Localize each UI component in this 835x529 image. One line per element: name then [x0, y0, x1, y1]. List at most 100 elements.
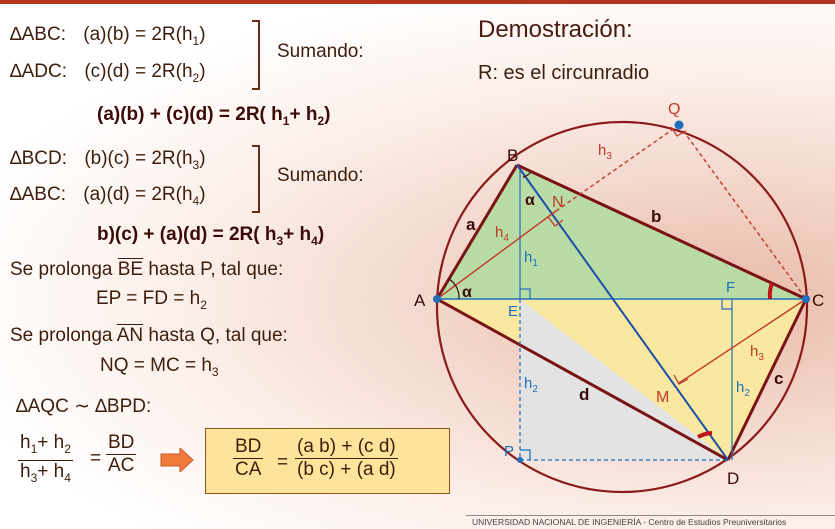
final-right-fraction: (a b) + (c d) (b c) + (a d): [295, 436, 398, 481]
sum-label-2: Sumando:: [277, 165, 364, 186]
triangle-gray-fill: [520, 299, 728, 460]
segment-label: AN: [116, 325, 144, 346]
row-bcd: ∆BCD: (b)(c) = 2R(h3): [10, 148, 206, 172]
subscript: 3: [276, 233, 284, 248]
triangle-label: ∆ADC:: [10, 61, 68, 82]
right-angle-m: [673, 374, 689, 385]
sum-result-2: b)(c) + (a)(d) = 2R( h3+ h4): [97, 224, 324, 248]
triangle-label: ∆ABC:: [10, 184, 66, 205]
label-a: A: [414, 291, 426, 310]
right-angle-f: [721, 299, 732, 310]
side-a: [435, 164, 519, 300]
vertex-a-dot: [433, 295, 441, 303]
right-angle-q: [670, 126, 687, 137]
ratio-numerator-2: BD: [106, 432, 137, 455]
extend-equation: EP = FD = h: [96, 288, 201, 309]
ratio-equals: =: [90, 448, 102, 469]
side-d: [436, 297, 729, 462]
label-h2-left: h2: [524, 375, 538, 395]
extend-text: hasta P, tal que:: [143, 259, 284, 280]
angle-arc-d: [697, 431, 713, 439]
point-p-dot: [517, 457, 523, 463]
extend-an-eq: NQ = MC = h3: [100, 355, 219, 379]
label-h4: h4: [495, 224, 509, 244]
equation-text: (a)(b) = 2R(h: [83, 24, 193, 45]
footer-divider: [466, 515, 835, 516]
angle-arc-c: [767, 282, 774, 300]
subscript: 1: [192, 33, 200, 48]
triangle-label: ∆BCD:: [10, 148, 68, 169]
subscript: 1: [282, 113, 290, 128]
triangle-abc-fill: [437, 165, 806, 299]
label-side-c: c: [774, 369, 783, 388]
label-side-a: a: [466, 215, 476, 234]
right-angle-e: [520, 288, 531, 299]
right-angle-n: [547, 216, 564, 227]
sum-label-1: Sumando:: [277, 41, 364, 62]
ratio-denominator: h3+ h4: [20, 460, 71, 485]
equation-close: ): [199, 61, 206, 82]
vertex-c-dot: [802, 295, 810, 303]
arrow-right-icon: [160, 448, 194, 472]
label-side-d: d: [579, 385, 589, 404]
row-abc-2: ∆ABC: (a)(d) = 2R(h4): [10, 184, 206, 208]
page-title: Demostración:: [478, 16, 633, 43]
subscript: 2: [317, 113, 325, 128]
subscript: 3: [211, 364, 219, 379]
result-box: [205, 428, 450, 494]
label-p: P: [504, 443, 514, 460]
label-h1: h1: [524, 249, 538, 269]
final-left-fraction: BD CA: [233, 436, 264, 481]
footer-text: UNIVERSIDAD NACIONAL DE INGENIERÍA - Cen…: [472, 517, 787, 527]
extend-text: hasta Q, tal que:: [143, 325, 288, 346]
label-b: B: [507, 146, 518, 165]
label-side-b: b: [651, 207, 661, 226]
segment-label: BE: [117, 259, 144, 280]
label-h3-top: h3: [598, 142, 612, 162]
side-b: [516, 163, 807, 301]
subscript: 2: [192, 70, 200, 85]
angle-arc-a: [448, 278, 460, 300]
point-q-dot: [674, 120, 684, 130]
final-numerator: BD: [233, 436, 264, 459]
extend-be: Se prolonga BE hasta P, tal que:: [10, 259, 283, 281]
ratio-diagonals: BD AC: [106, 432, 137, 477]
result-part: + h: [283, 224, 312, 245]
ratio-numerator: h1+ h2: [18, 432, 73, 461]
subscript: 2: [200, 297, 207, 312]
result-part: ): [324, 104, 331, 125]
final-right-numerator: (a b) + (c d): [295, 436, 398, 459]
equation-close: ): [199, 148, 206, 169]
label-n: N: [552, 194, 564, 211]
subscript: 3: [192, 157, 200, 172]
extend-be-eq: EP = FD = h2: [96, 288, 207, 312]
final-right-denominator: (b c) + (a d): [297, 459, 396, 480]
height-h3: [678, 298, 807, 384]
extend-equation: NQ = MC = h: [100, 355, 212, 376]
brace-1: [252, 20, 260, 90]
brace-2: [252, 145, 260, 213]
right-angle-p: [520, 449, 531, 460]
circumcircle: [435, 120, 809, 494]
equation-close: ): [199, 24, 206, 45]
equation-text: (b)(c) = 2R(h: [84, 148, 193, 169]
angle-arc-b: [522, 171, 532, 178]
sum-result-1: (a)(b) + (c)(d) = 2R( h1+ h2): [97, 104, 330, 128]
extend-text: Se prolonga: [10, 325, 117, 346]
label-alpha-a: α: [462, 284, 472, 301]
equation-text: (c)(d) = 2R(h: [84, 61, 193, 82]
rect-gray-fill: [520, 389, 728, 460]
result-part: (a)(b) + (c)(d) = 2R( h: [97, 104, 283, 125]
label-f: F: [726, 279, 735, 296]
side-c: [726, 298, 808, 461]
result-part: ): [317, 224, 325, 245]
row-abc-1: ∆ABC: (a)(b) = 2R(h1): [10, 24, 206, 48]
page-subtitle: R: es el circunradio: [478, 62, 650, 84]
similarity-statement: ∆AQC ∼ ∆BPD:: [16, 396, 152, 417]
equation-close: ): [199, 184, 206, 205]
label-d: D: [727, 469, 739, 488]
triangle-label: ∆ABC:: [10, 24, 66, 45]
final-denominator: CA: [235, 459, 262, 480]
label-alpha-b: α: [525, 192, 535, 209]
